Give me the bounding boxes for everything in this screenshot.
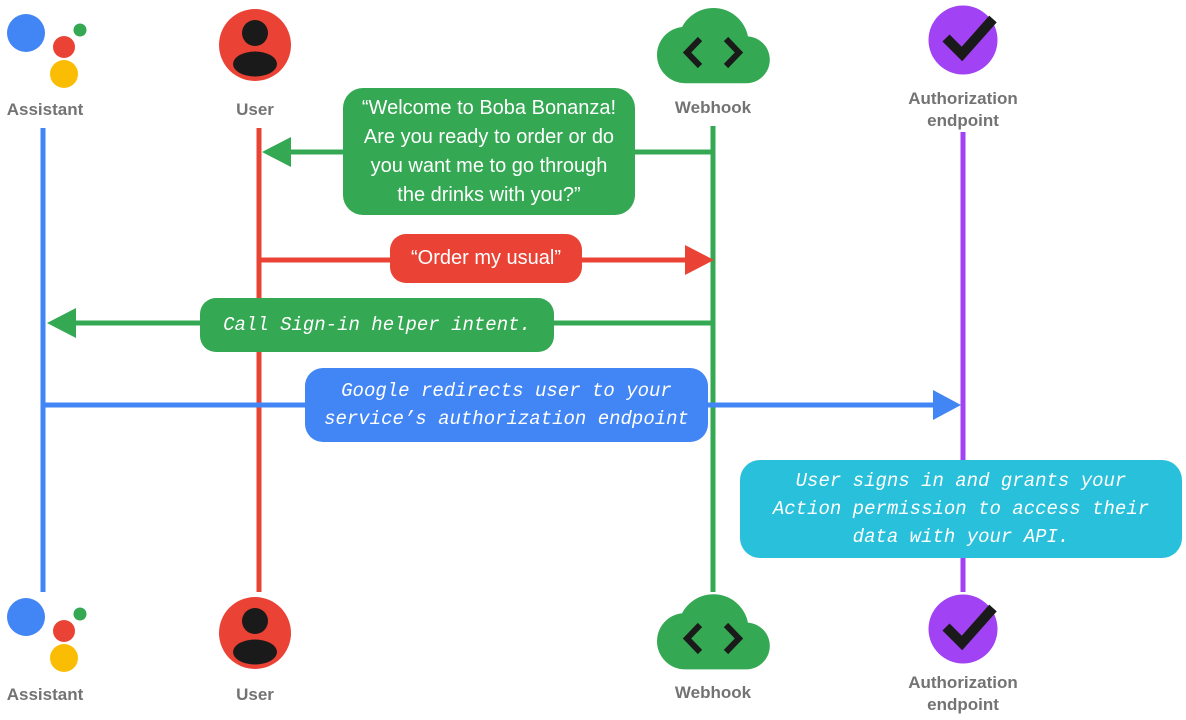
- order-message-bubble: “Order my usual”: [390, 234, 582, 283]
- user-icon-bottom: [219, 597, 291, 669]
- redirect-note-bubble: Google redirects user to your service’s …: [305, 368, 708, 442]
- webhook-label-top: Webhook: [674, 98, 752, 117]
- user-label-top: User: [236, 100, 274, 119]
- checkmark-icon: [942, 604, 997, 651]
- code-brackets-icon: [682, 36, 744, 69]
- assistant-icon-bottom: [7, 598, 87, 672]
- authorization-endpoint-icon-bottom: [928, 594, 998, 664]
- webhook-label-bottom: Webhook: [674, 683, 752, 702]
- assistant-icon: [7, 14, 87, 88]
- grant-access-note-bubble: User signs in and grants your Action per…: [740, 460, 1182, 558]
- welcome-message-bubble: “Welcome to Boba Bonanza! Are you ready …: [343, 88, 635, 215]
- assistant-label-top: Assistant: [6, 100, 84, 119]
- webhook-icon-bottom: [657, 594, 770, 670]
- authorization-endpoint-label-bottom: Authorization endpoint: [908, 673, 1018, 714]
- webhook-icon: [657, 7, 770, 84]
- sign-in-helper-bubble: Call Sign-in helper intent.: [200, 298, 554, 352]
- authorization-endpoint-label-top: Authorization endpoint: [908, 89, 1018, 130]
- code-brackets-icon: [682, 622, 744, 655]
- user-icon: [219, 9, 291, 81]
- checkmark-icon: [942, 15, 997, 62]
- authorization-endpoint-icon: [928, 5, 998, 75]
- user-label-bottom: User: [236, 685, 274, 704]
- assistant-label-bottom: Assistant: [6, 685, 84, 704]
